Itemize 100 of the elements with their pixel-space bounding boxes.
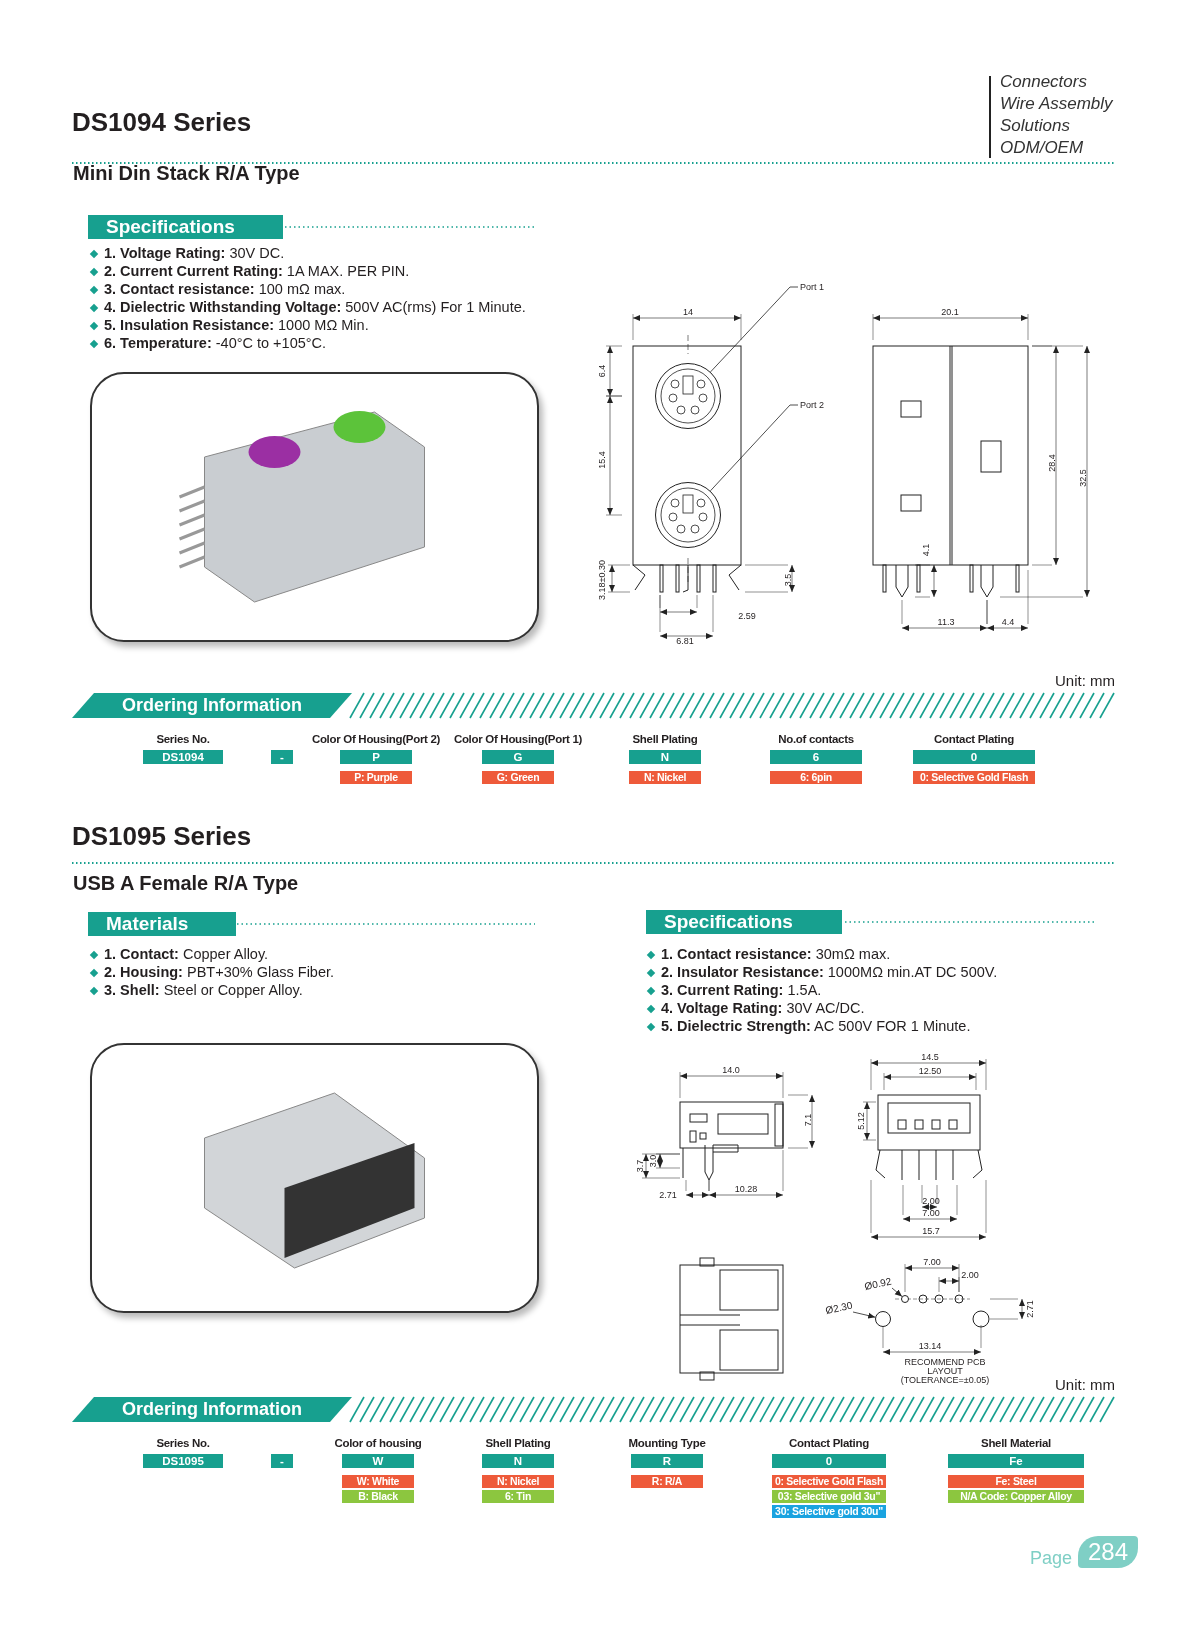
code-cell: G [482, 750, 554, 764]
option-cell: 03: Selective gold 3u" [772, 1490, 886, 1503]
tagline-text: Wire Assembly [1000, 94, 1113, 114]
code-cell: - [271, 750, 293, 764]
section-banner: Ordering Information [72, 1397, 352, 1422]
subtitle: USB A Female R/A Type [73, 872, 299, 895]
column-header: Color Of Housing(Port 2) [311, 733, 441, 747]
option-cell: R: R/A [631, 1475, 703, 1488]
dimension-value: 2.00 [961, 1269, 979, 1281]
dimension-value: 5.12 [855, 1112, 867, 1130]
code-cell: Fe [948, 1454, 1084, 1468]
diameter-label: Ø2.30 [824, 1299, 854, 1317]
unit-note: Unit: mm [1055, 672, 1115, 690]
option-cell: 0: Selective Gold Flash [913, 771, 1035, 784]
column-header: No.of contacts [778, 733, 854, 747]
dimension-value: 15.7 [922, 1225, 940, 1237]
dimension-value: 6.81 [676, 635, 694, 647]
section-heading: Specifications [646, 910, 842, 934]
option-cell: P: Purple [340, 771, 412, 784]
column-header: Series No. [156, 733, 210, 747]
series-title: DS1094 Series [72, 108, 252, 138]
spec-item: 3. Contact resistance: 100 mΩ max. [90, 281, 346, 298]
dimension-value: 2.71 [1024, 1300, 1036, 1318]
option-cell: G: Green [482, 771, 554, 784]
column-header: Color of housing [334, 1437, 422, 1451]
option-cell: 0: Selective Gold Flash [772, 1475, 886, 1488]
dimension-value: 3.0 [647, 1154, 659, 1168]
spec-item: 5. Insulation Resistance: 1000 MΩ Min. [90, 317, 369, 334]
column-header: Color Of Housing(Port 1) [453, 733, 583, 747]
column-header: Shell Plating [485, 1437, 551, 1451]
spec-item: 2. Current Current Rating: 1A MAX. PER PIN. [90, 263, 410, 280]
series-title: DS1095 Series [72, 822, 252, 852]
option-cell: N/A Code: Copper Alloy [948, 1490, 1084, 1503]
tagline-text: Connectors [1000, 72, 1087, 92]
leader-label: Port 2 [800, 399, 824, 411]
code-cell: P [340, 750, 412, 764]
dimension-value: 15.4 [596, 451, 608, 469]
code-cell: - [271, 1454, 293, 1468]
option-cell: W: White [342, 1475, 414, 1488]
dimension-value: 12.50 [918, 1065, 942, 1077]
tagline-text: ODM/OEM [1000, 138, 1084, 158]
dimension-value: 10.28 [734, 1183, 758, 1195]
dimension-value: 2.00 [922, 1195, 940, 1207]
leader-line [710, 404, 799, 492]
spec-item: 3. Shell: Steel or Copper Alloy. [90, 982, 303, 999]
dimension-value: 6.4 [596, 364, 608, 378]
dimension-value: 20.1 [941, 306, 959, 318]
section-heading: Specifications [88, 215, 283, 239]
dimension-value: 3.18±0.30 [596, 560, 608, 600]
spec-item: 4. Dielectric Withstanding Voltage: 500V AC(rms) For 1 Minute. [90, 299, 526, 316]
option-cell: 6: 6pin [770, 771, 862, 784]
code-cell: DS1095 [143, 1454, 223, 1468]
option-cell: 30: Selective gold 30u" [772, 1505, 886, 1518]
dimension-value: 2.59 [738, 610, 756, 622]
spec-item: 6. Temperature: -40°C to +105°C. [90, 335, 327, 352]
dimension-value: 7.00 [922, 1207, 940, 1219]
code-cell: N [482, 1454, 554, 1468]
code-cell: R [631, 1454, 703, 1468]
column-header: Series No. [156, 1437, 210, 1451]
dimension-value: 7.00 [923, 1256, 941, 1268]
code-cell: 0 [772, 1454, 886, 1468]
code-cell: 6 [770, 750, 862, 764]
code-cell: W [342, 1454, 414, 1468]
option-cell: N: Nickel [629, 771, 701, 784]
spec-item: 4. Voltage Rating: 30V AC/DC. [647, 1000, 865, 1017]
spec-item: 2. Housing: PBT+30% Glass Fiber. [90, 964, 335, 981]
note-text: RECOMMEND PCB LAYOUT (TOLERANCE=±0.05) [899, 1357, 991, 1385]
column-header: Contact Plating [934, 733, 1014, 747]
option-cell: B: Black [342, 1490, 414, 1503]
code-cell: N [629, 750, 701, 764]
leader-label: Port 1 [800, 281, 824, 293]
dimension-value: 32.5 [1077, 469, 1089, 487]
column-header: Contact Plating [789, 1437, 869, 1451]
option-cell: 6: Tin [482, 1490, 554, 1503]
column-header: Shell Material [981, 1437, 1051, 1451]
unit-note: Unit: mm [1055, 1376, 1115, 1394]
column-header: Shell Plating [632, 733, 698, 747]
spec-item: 2. Insulator Resistance: 1000MΩ min.AT DC 500V. [647, 964, 998, 981]
spec-item: 3. Current Rating: 1.5A. [647, 982, 822, 999]
mounting-hole [875, 1311, 891, 1327]
dimension-value: 4.4 [1001, 616, 1015, 628]
code-cell: DS1094 [143, 750, 223, 764]
leader-line [710, 286, 799, 373]
dimension-value: 3.5 [782, 573, 794, 587]
spec-item: 1. Voltage Rating: 30V DC. [90, 245, 285, 262]
tagline-text: Solutions [1000, 116, 1070, 136]
dimension-value: 14 [683, 306, 693, 318]
code-cell: 0 [913, 750, 1035, 764]
section-heading: Materials [88, 912, 236, 936]
page-number-badge: 284 [1078, 1536, 1139, 1568]
dimension-value: 2.71 [659, 1189, 677, 1201]
dimension-value: 11.3 [937, 616, 955, 628]
dimension-value: 7.1 [802, 1113, 814, 1127]
option-cell: N: Nickel [482, 1475, 554, 1488]
pin-hole [901, 1295, 909, 1303]
column-header: Mounting Type [628, 1437, 706, 1451]
dimension-value: 3.7 [634, 1159, 646, 1173]
section-banner: Ordering Information [72, 693, 352, 718]
spec-item: 5. Dielectric Strength: AC 500V FOR 1 Minute. [647, 1018, 971, 1035]
spec-item: 1. Contact: Copper Alloy. [90, 946, 269, 963]
